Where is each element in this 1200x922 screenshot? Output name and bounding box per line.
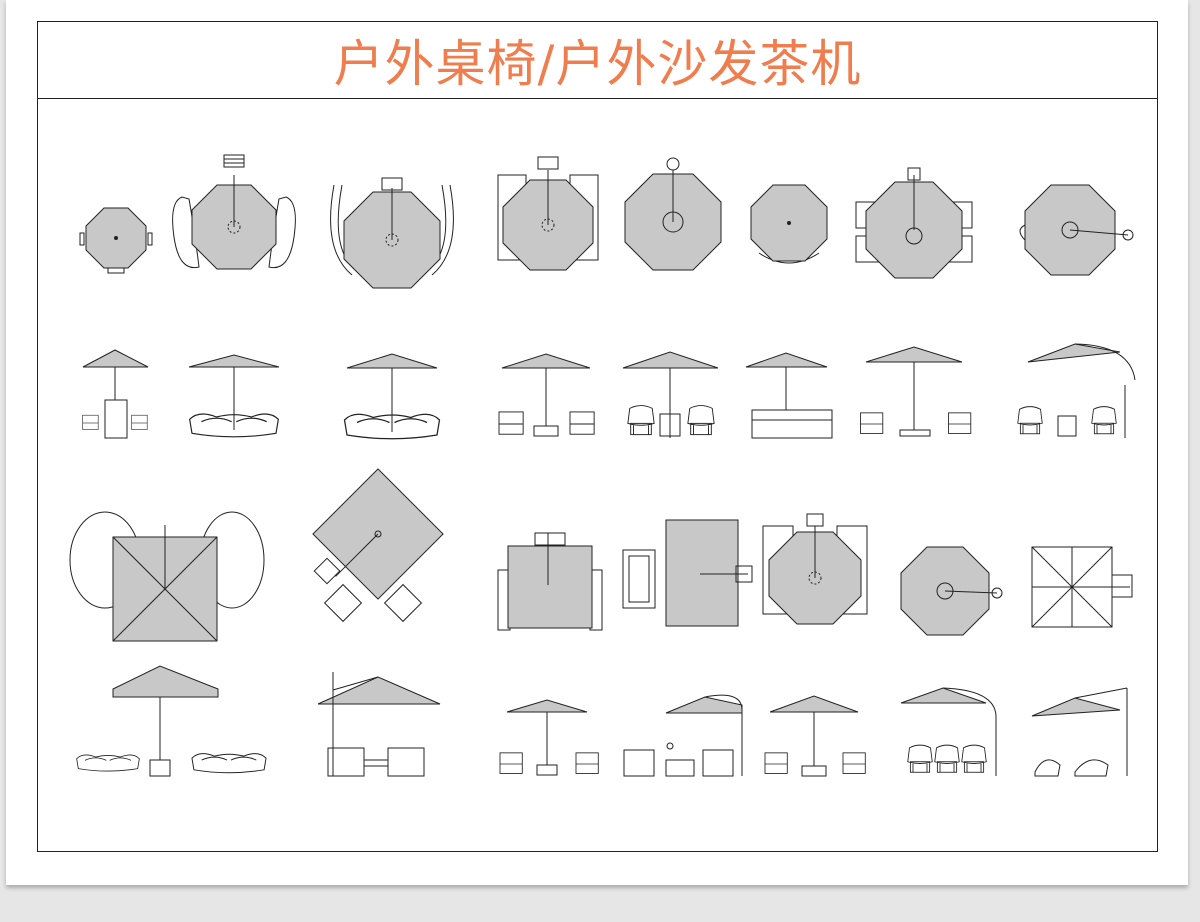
umbrella-elevation-views-row-1 <box>82 343 1136 440</box>
plan-square-cantilever <box>1031 546 1133 628</box>
plan-octagon-cantilever <box>1019 184 1134 276</box>
drawing-sheet <box>6 0 1188 885</box>
plan-octagon-loungers <box>497 156 599 271</box>
umbrella-plan-views-row-2 <box>69 468 1133 642</box>
plan-square-table <box>497 532 603 631</box>
plan-octagon-pod-chairs <box>172 154 296 270</box>
elev-umbrella-loungers-2 <box>343 353 441 440</box>
title-bar: 户外桌椅/户外沙发茶机 <box>37 21 1158 99</box>
umbrella-plan-views-row-1 <box>79 154 1134 289</box>
plan-octagon-ring <box>624 157 722 271</box>
plan-octagon-loungers-2 <box>762 513 868 625</box>
elev-umbrella-armchairs-1 <box>622 351 719 438</box>
plan-octagon-shell-chairs <box>330 177 454 289</box>
elev-umbrella-chairs-4 <box>764 695 866 777</box>
plan-rotated-square-chairs <box>313 557 423 623</box>
elev-umbrella-chairs-2 <box>859 346 972 437</box>
elev-cantilever-umbrella-1 <box>1017 343 1136 438</box>
elev-umbrella-sofa-1 <box>745 352 833 439</box>
elev-umbrella-loungers-1 <box>188 354 280 438</box>
plan-small-octagon <box>79 207 153 274</box>
plan-rectangle-sofa <box>622 519 753 627</box>
plan-octagon-simple <box>750 184 828 264</box>
elev-umbrella-chairs-3 <box>499 699 599 776</box>
plan-octagon-cantilever-2 <box>900 546 1003 636</box>
elev-square-umbrella-sofas <box>76 665 267 777</box>
elev-cantilever-loungers <box>1031 687 1128 777</box>
elev-cantilever-sofa-set <box>623 694 743 777</box>
umbrella-elevation-views-row-2 <box>76 665 1128 777</box>
plan-rotated-square <box>312 468 444 600</box>
elev-cantilever-square-sofas <box>317 672 441 777</box>
elev-cantilever-armchairs <box>900 687 997 776</box>
drawing-frame <box>37 21 1158 852</box>
plan-octagon-four-chairs <box>855 167 973 279</box>
page-title: 户外桌椅/户外沙发茶机 <box>333 34 862 93</box>
elev-umbrella-table-set-1 <box>82 349 149 439</box>
plan-square-pod-chairs <box>69 511 265 642</box>
elev-umbrella-loungers-3 <box>498 353 595 437</box>
